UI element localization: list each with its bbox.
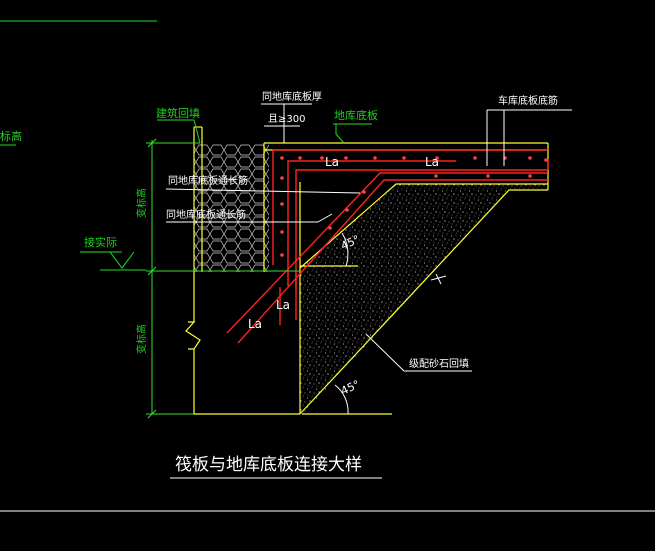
angle-marks xyxy=(334,232,349,415)
slab-outline xyxy=(185,126,549,415)
dimension-lines xyxy=(146,138,300,419)
backfill-label: 建筑回填 xyxy=(156,106,200,120)
anchor-label: La xyxy=(248,317,262,331)
anchor-label: La xyxy=(325,155,339,169)
angle-label: 45° xyxy=(339,378,362,398)
dimension-label-upper: 变标高 xyxy=(135,188,148,218)
garage-rebar-label: 车库底板底筋 xyxy=(498,94,558,107)
cut-label: 标高 xyxy=(0,129,22,143)
anchor-label: La xyxy=(276,298,290,312)
rebar-label-2: 同地库底板通长筋 xyxy=(166,208,246,221)
white-leaders xyxy=(165,103,572,372)
dimension-label-lower: 变标高 xyxy=(135,324,148,354)
annotation-leaders xyxy=(0,119,372,271)
graded-fill-hatch xyxy=(300,184,548,414)
rebar-lines xyxy=(226,149,549,344)
garage-slab-label: 地库底板 xyxy=(334,108,378,122)
rebar-label-1: 同地库底板通长筋 xyxy=(168,174,248,187)
backfill-hatch xyxy=(194,144,269,272)
graded-fill-label: 级配砂石回填 xyxy=(409,357,469,370)
foundation-edge-label: 接实际 xyxy=(84,235,117,249)
anchor-label: La xyxy=(425,155,439,169)
drawing-title: 筏板与地库底板连接大样 xyxy=(175,455,362,475)
thickness-label-1: 同地库底板厚 xyxy=(262,90,322,103)
thickness-label-2: 且≥300 xyxy=(268,113,305,125)
